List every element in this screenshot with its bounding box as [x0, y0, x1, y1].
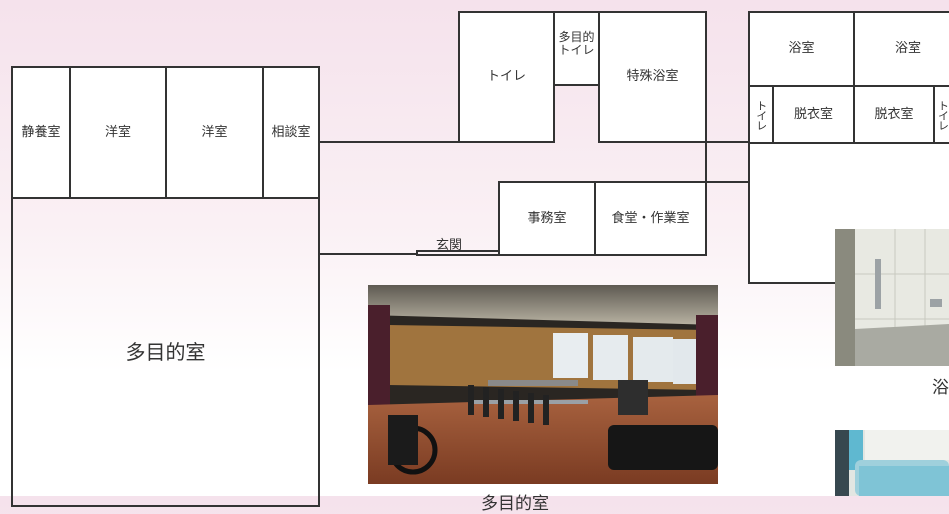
caption-photo-main: 多目的室: [481, 494, 549, 514]
caption-photo-right: 浴: [932, 378, 949, 398]
room-datsuishitsu-1: 脱衣室: [772, 85, 855, 144]
room-toilet-right: トイレ: [933, 85, 949, 144]
room-yoshitsu-1: 洋室: [69, 66, 167, 199]
photo-tamokutekishitsu-image: [368, 285, 718, 484]
photo-yokushitsu: [835, 229, 949, 366]
room-tamokuteki-toilet: 多目的 トイレ: [553, 11, 600, 86]
room-sodanshitsu: 相談室: [262, 66, 320, 199]
room-tamokutekishitsu: 多目的室: [11, 197, 320, 507]
room-toilet-right-label: トイレ: [936, 99, 949, 130]
room-yokushitsu-2: 浴室: [853, 11, 949, 87]
label-genkan: 玄関: [436, 238, 463, 253]
corridor-connector-top: [705, 141, 749, 143]
corridor-connector-bottom: [705, 181, 749, 183]
room-shokudo: 食堂・作業室: [594, 181, 707, 256]
room-yokushitsu-1: 浴室: [748, 11, 855, 87]
photo-tamokutekishitsu: [368, 285, 718, 484]
corridor-right-wall: [705, 141, 707, 183]
room-jimushitsu: 事務室: [498, 181, 596, 256]
room-yoshitsu-2: 洋室: [165, 66, 264, 199]
room-datsuishitsu-2: 脱衣室: [853, 85, 935, 144]
genkan-step: [416, 250, 501, 256]
room-empty-under-mt: [553, 84, 600, 143]
room-tokushu-yokushitsu: 特殊浴室: [598, 11, 707, 143]
room-toilet-left-label: トイレ: [754, 99, 768, 130]
photo-yokusou-image: [835, 430, 949, 496]
corridor-top-wall: [318, 141, 460, 143]
room-toilet: トイレ: [458, 11, 555, 143]
room-toilet-left: トイレ: [748, 85, 774, 144]
room-seiyoshitsu: 静養室: [11, 66, 71, 199]
photo-yokushitsu-image: [835, 229, 949, 366]
corridor-bottom-wall: [318, 253, 416, 255]
photo-yokusou: [835, 430, 949, 496]
